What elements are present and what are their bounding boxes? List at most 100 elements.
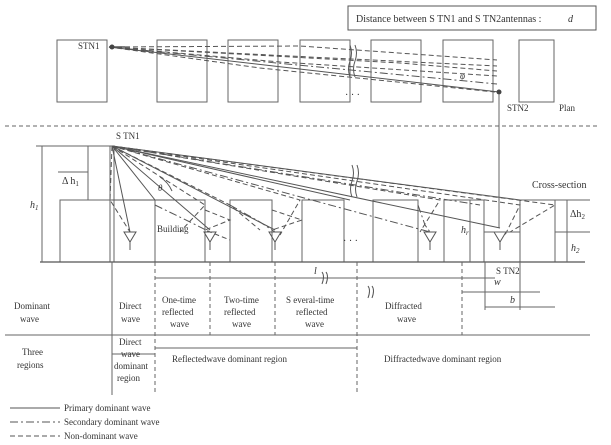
- theta-arc: [159, 176, 173, 192]
- table-row-three-regions: Three regions Direct wave dominant regio…: [17, 337, 502, 383]
- plan-stn2-label: STN2: [507, 103, 529, 113]
- region-grid: [5, 262, 590, 395]
- cs-multi-reflection-1: [203, 209, 232, 241]
- plan-stn1-marker: [109, 44, 115, 50]
- delta-h2-label: Δh2: [570, 209, 585, 221]
- plan-rays: [108, 45, 500, 93]
- l-span-break: [321, 271, 374, 299]
- distance-box: [347, 5, 597, 31]
- distance-symbol: d: [568, 14, 574, 25]
- onetime-line1: One-time: [162, 295, 196, 305]
- cs-building-5: [372, 199, 419, 263]
- cs-building-label: Building: [157, 224, 189, 234]
- row2-header-line1: Three: [22, 347, 43, 357]
- antenna-5: [493, 231, 507, 250]
- plan-building-6: [442, 39, 494, 103]
- several-line3: wave: [305, 319, 324, 329]
- cs-stn2-label: S TN2: [496, 266, 520, 276]
- w-label: w: [494, 277, 501, 288]
- cs-nondominant-ray-6: [111, 145, 441, 233]
- plan-primary-ray: [108, 46, 500, 93]
- several-line2: reflected: [296, 307, 328, 317]
- cs-primary-ray-5: [111, 145, 501, 229]
- antenna-3: [268, 231, 282, 250]
- cs-cross-label: Cross-section: [532, 180, 586, 191]
- cs-nondominant-ray-4: [111, 145, 521, 236]
- cs-reflected-ray-3: [417, 204, 431, 233]
- twotime-line1: Two-time: [224, 295, 259, 305]
- plan-building-7: [518, 39, 555, 103]
- cs-dots: · · ·: [343, 236, 358, 247]
- plan-building-4: [299, 39, 351, 103]
- direct-region-line4: region: [117, 373, 140, 383]
- h2-label: h2: [571, 243, 580, 255]
- twotime-line3: wave: [232, 319, 251, 329]
- cs-building-4: [301, 199, 345, 263]
- diffracted-region-label: Diffractedwave dominant region: [384, 354, 502, 364]
- cross-section-buildings: [59, 199, 556, 263]
- plan-building-3: [227, 39, 279, 103]
- cs-primary-ray-4: [111, 145, 351, 201]
- row1-header-line1: Dominant: [14, 301, 50, 311]
- direct-wave-line1: Direct: [119, 301, 142, 311]
- plan-stn2-marker: [496, 89, 502, 95]
- direct-region-line2: wave: [121, 349, 140, 359]
- cs-secondary-ray-1: [111, 145, 431, 233]
- direct-wave-line2: wave: [121, 314, 140, 324]
- plan-building-1: [56, 39, 108, 103]
- cs-nondominant-ray-3: [111, 145, 206, 233]
- table-row-dominant-wave: Dominant wave Direct wave One-time refle…: [14, 295, 422, 329]
- antenna-2: [203, 231, 217, 250]
- cs-primary-ray-3: [111, 145, 276, 231]
- legend-secondary-label: Secondary dominant wave: [64, 417, 159, 427]
- h1-label: h1: [30, 200, 39, 212]
- cs-primary-ray-1: [111, 145, 156, 201]
- cs-building-3: [229, 199, 273, 263]
- plan-nondominant-ray-3: [108, 46, 498, 77]
- row1-header-line2: wave: [20, 314, 39, 324]
- l-label: l: [314, 266, 317, 277]
- cs-direct-ray: [111, 145, 131, 233]
- antenna-1: [123, 231, 137, 250]
- plan-phi-label: φ: [460, 71, 465, 81]
- onetime-line2: reflected: [162, 307, 194, 317]
- plan-break-mark: [348, 44, 357, 78]
- legend-primary-label: Primary dominant wave: [64, 403, 150, 413]
- cs-building-1: [59, 199, 111, 263]
- plan-nondominant-ray-1: [108, 45, 498, 61]
- cs-building-6: [443, 199, 485, 263]
- dimension-lines: [36, 145, 590, 262]
- plan-building-2: [156, 39, 208, 103]
- direct-region-line3: dominant: [114, 361, 148, 371]
- cs-break-mark: [350, 164, 359, 198]
- cs-nondominant-ray-2: [111, 145, 301, 236]
- cs-reflected-ray-1: [154, 204, 211, 233]
- cs-multi-reflection-2: [271, 209, 304, 231]
- distance-label: Distance between S TN1 and S TN2antennas…: [356, 14, 541, 25]
- plan-stn1-label: STN1: [78, 41, 100, 51]
- cross-section-rays: [109, 145, 557, 241]
- several-line1: S everal-time: [286, 295, 334, 305]
- antenna-4: [423, 231, 437, 250]
- cs-reflected-ray-2: [229, 204, 276, 233]
- legend-nondominant-label: Non-dominant wave: [64, 431, 138, 441]
- reflected-region-label: Reflectedwave dominant region: [172, 354, 287, 364]
- cs-building-7: [519, 199, 556, 263]
- delta-h1-label: Δ h1: [62, 176, 79, 188]
- cs-stn1-label: S TN1: [116, 131, 140, 141]
- cs-secondary-ray-2: [111, 145, 481, 206]
- twotime-line2: reflected: [224, 307, 256, 317]
- plan-nondominant-ray-4: [108, 46, 496, 93]
- cs-theta-label: θ: [158, 183, 163, 193]
- onetime-line3: wave: [170, 319, 189, 329]
- hr-label: hr: [461, 225, 469, 237]
- plan-label: Plan: [559, 103, 576, 113]
- plan-nondominant-ray-5: [108, 46, 498, 72]
- cs-primary-ray-2: [111, 145, 211, 231]
- cs-nondominant-ray-7: [109, 145, 131, 233]
- cs-nondominant-ray-5: [111, 145, 557, 233]
- direct-region-line1: Direct: [119, 337, 142, 347]
- diffracted-line1: Diffracted: [385, 301, 422, 311]
